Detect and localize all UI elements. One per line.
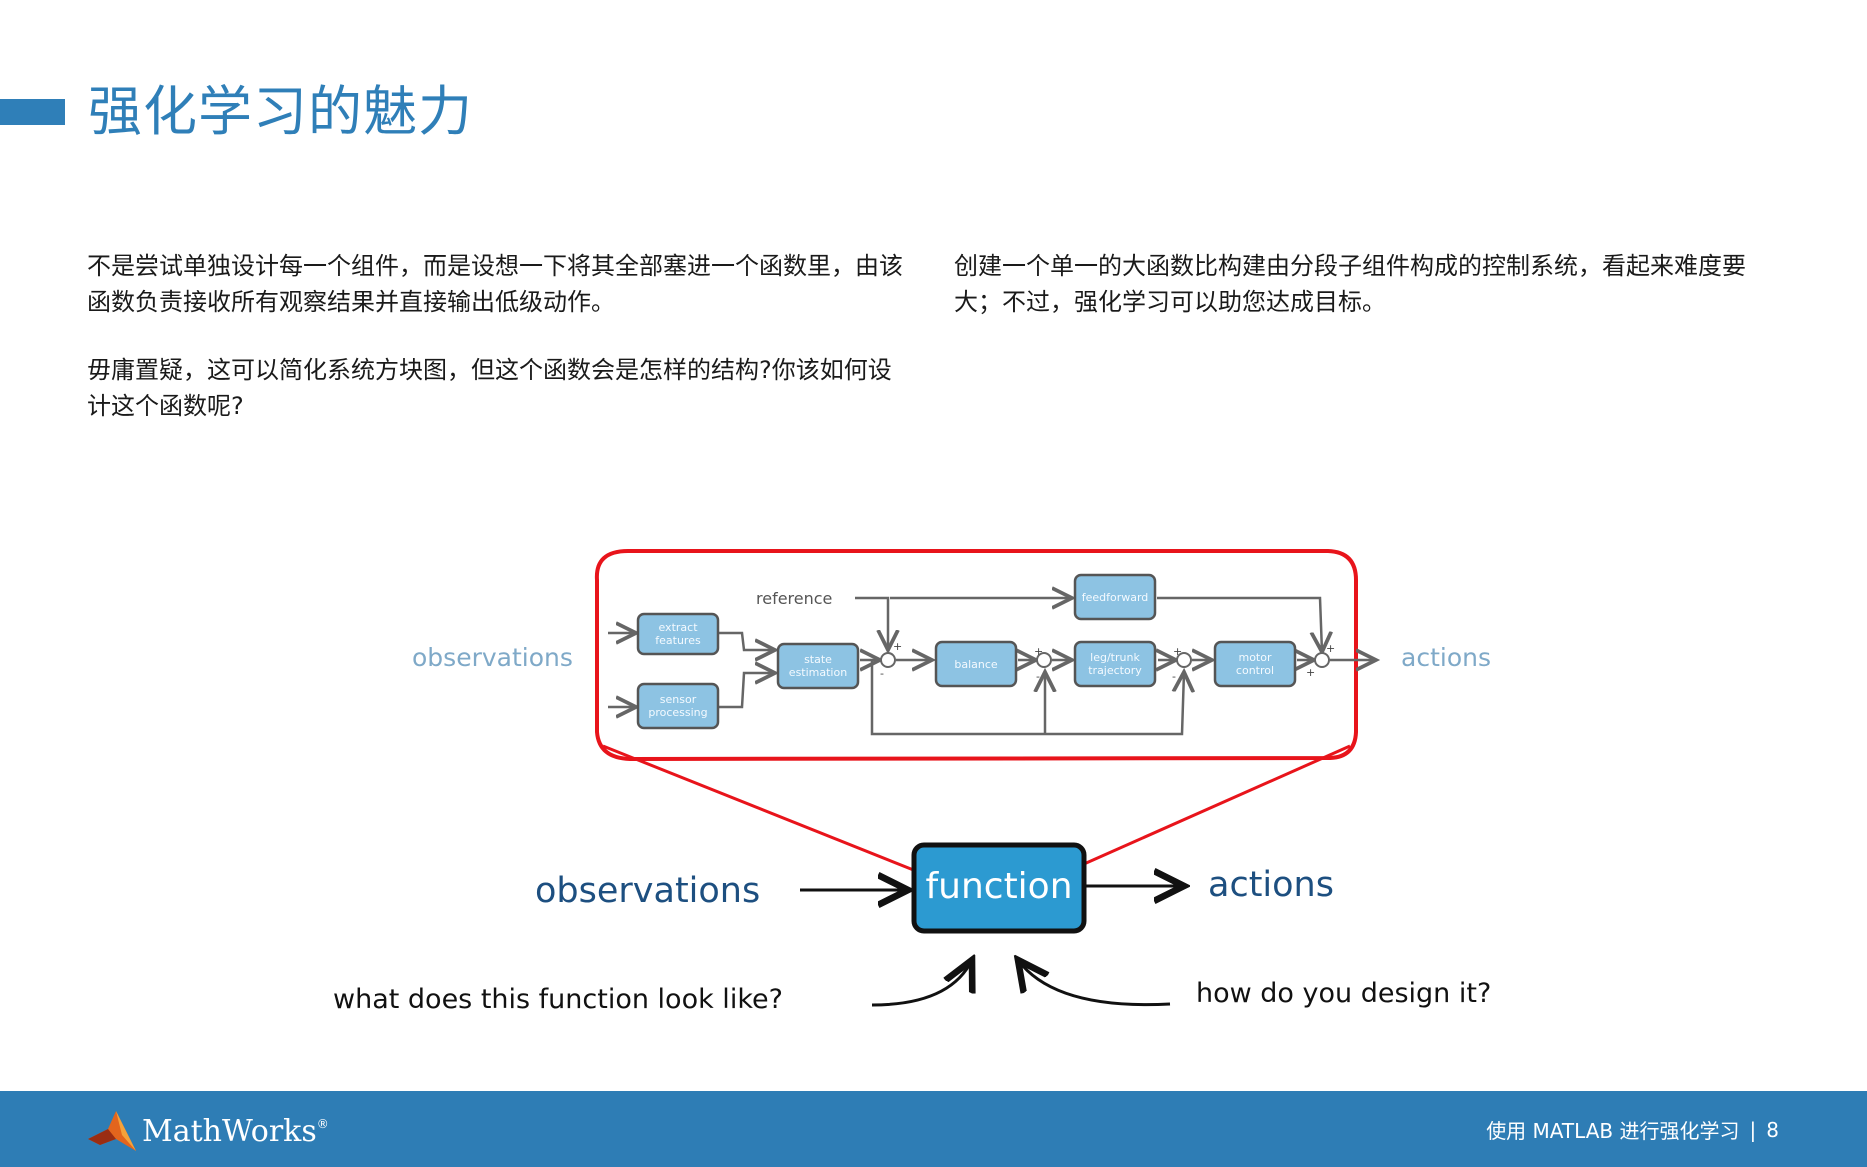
top-observations-label: observations	[412, 643, 573, 672]
trajectory-block-label-1: leg/trunk	[1090, 651, 1140, 664]
extract-features-block	[636, 612, 720, 656]
svg-text:+: +	[1034, 645, 1043, 658]
funnel-right-line	[1083, 744, 1351, 866]
svg-text:+: +	[1173, 645, 1182, 658]
motor-block-label-1: motor	[1238, 651, 1271, 664]
question-right: how do you design it?	[1196, 978, 1491, 1009]
bottom-actions-label: actions	[1208, 865, 1334, 905]
membrane-icon	[88, 1111, 136, 1151]
controller-outline	[594, 549, 1358, 762]
footer-doc-title: 使用 MATLAB 进行强化学习	[1486, 1119, 1740, 1143]
extract-block-label-2: features	[655, 634, 701, 647]
reference-label: reference	[756, 589, 832, 608]
svg-text:+: +	[1326, 642, 1335, 655]
feedforward-block	[1073, 573, 1157, 621]
balance-block-label: balance	[954, 658, 998, 671]
motor-control-block	[1213, 640, 1297, 688]
logo-registered: ®	[316, 1117, 329, 1131]
sensor-block-label-1: sensor	[660, 693, 697, 706]
logo-text: MathWorks	[142, 1113, 317, 1149]
title-accent-bar	[0, 99, 65, 125]
svg-text:+: +	[893, 640, 902, 653]
trajectory-block	[1073, 640, 1157, 688]
svg-text:+: +	[1306, 666, 1315, 679]
sensor-block-label-2: processing	[648, 706, 707, 719]
paragraph-2: 毋庸置疑，这可以简化系统方块图，但这个函数会是怎样的结构?你该如何设计这个函数呢…	[87, 356, 892, 420]
page-number: 8	[1766, 1117, 1779, 1142]
state-block-label-2: estimation	[789, 666, 847, 679]
svg-text:-: -	[1036, 670, 1040, 683]
svg-text:-: -	[880, 667, 884, 680]
bottom-observations-label: observations	[535, 871, 760, 911]
footer-separator: |	[1749, 1117, 1757, 1142]
page-title: 强化学习的魅力	[88, 80, 473, 143]
mathworks-logo[interactable]: MathWorks ®	[86, 1109, 329, 1153]
state-block-label-1: state	[804, 653, 832, 666]
function-box	[911, 842, 1087, 934]
state-estimation-block	[776, 642, 860, 690]
motor-block-label-2: control	[1236, 664, 1274, 677]
question-left: what does this function look like?	[333, 984, 783, 1015]
function-diagram: observations actions + - + - + - + + referen…	[333, 549, 1491, 1015]
feedforward-block-label: feedforward	[1082, 591, 1149, 604]
svg-text:-: -	[1172, 670, 1176, 683]
trajectory-block-label-2: trajectory	[1088, 664, 1142, 677]
footer-caption: 使用 MATLAB 进行强化学习 | 8	[1486, 1115, 1779, 1144]
funnel-left-line	[602, 744, 917, 873]
top-actions-label: actions	[1401, 643, 1491, 672]
sensor-processing-block	[636, 682, 720, 730]
paragraph-1: 不是尝试单独设计每一个组件，而是设想一下将其全部塞进一个函数里，由该函数负责接收…	[87, 252, 903, 316]
footer: MathWorks ® 使用 MATLAB 进行强化学习 | 8	[0, 1091, 1867, 1167]
function-label: function	[925, 866, 1072, 907]
balance-block	[934, 640, 1018, 688]
extract-block-label-1: extract	[658, 621, 698, 634]
paragraph-3: 创建一个单一的大函数比构建由分段子组件构成的控制系统，看起来难度要大；不过，强化…	[954, 252, 1746, 316]
